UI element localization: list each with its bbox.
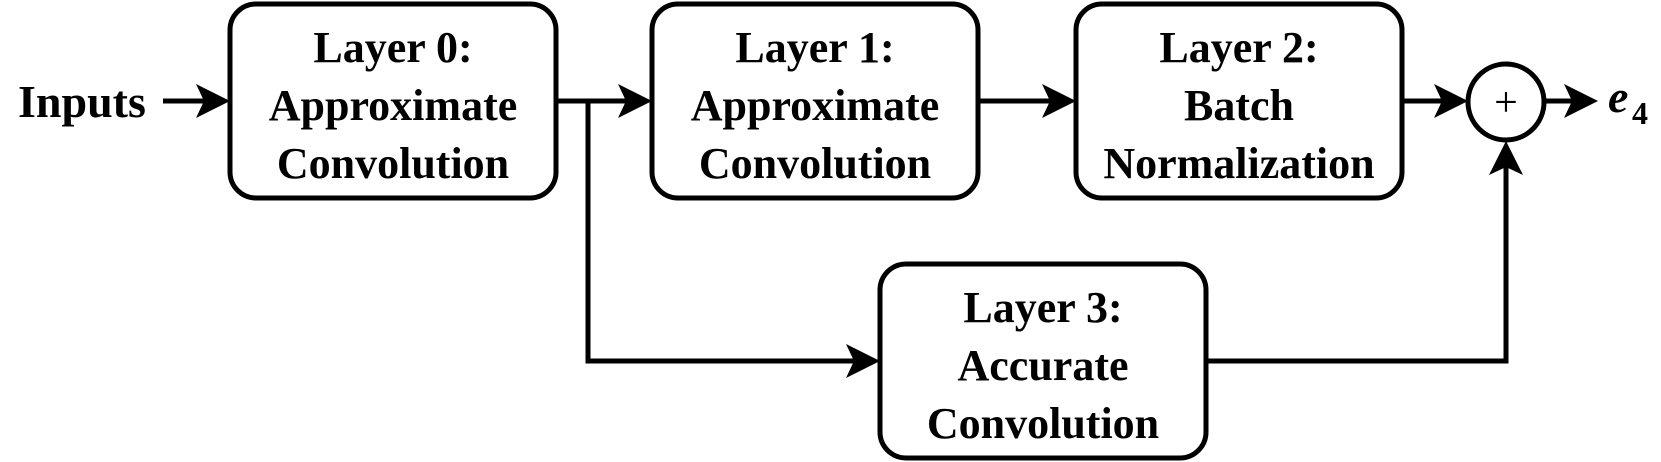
output-symbol: e (1608, 71, 1628, 122)
arrow-layer3-to-sum (1206, 141, 1523, 364)
layer-2-type-line2: Normalization (1103, 139, 1374, 188)
sum-plus-sign: + (1494, 80, 1518, 126)
output-label: e 4 (1608, 71, 1648, 131)
layer-3-type-line2: Convolution (927, 399, 1159, 448)
arrow-layer2-to-sum (1402, 84, 1468, 118)
layer-0-title: Layer 0: (313, 23, 472, 72)
arrow-sum-to-output (1544, 84, 1598, 118)
layer-1-type-line2: Convolution (699, 139, 931, 188)
sum-node: + (1465, 61, 1547, 143)
layer-0-type-line2: Convolution (277, 139, 509, 188)
layer-1-type-line1: Approximate (691, 81, 940, 130)
arrow-layer0-to-layer3 (585, 101, 880, 378)
layer-0-type-line1: Approximate (269, 81, 518, 130)
output-subscript: 4 (1632, 95, 1648, 131)
arrow-inputs-to-layer0 (163, 84, 230, 118)
layer-1-block: Layer 1: Approximate Convolution (649, 1, 981, 201)
layer-0-block: Layer 0: Approximate Convolution (227, 1, 559, 201)
layer-2-type-line1: Batch (1184, 81, 1294, 130)
arrow-layer0-to-layer1 (556, 84, 652, 118)
layer-3-type-line1: Accurate (957, 341, 1128, 390)
layer-1-title: Layer 1: (735, 23, 894, 72)
layer-2-block: Layer 2: Batch Normalization (1073, 1, 1405, 201)
layer-3-block: Layer 3: Accurate Convolution (877, 261, 1209, 461)
inputs-label: Inputs (18, 76, 146, 127)
arrow-layer1-to-layer2 (978, 84, 1076, 118)
layer-3-title: Layer 3: (963, 283, 1122, 332)
layer-2-title: Layer 2: (1159, 23, 1318, 72)
